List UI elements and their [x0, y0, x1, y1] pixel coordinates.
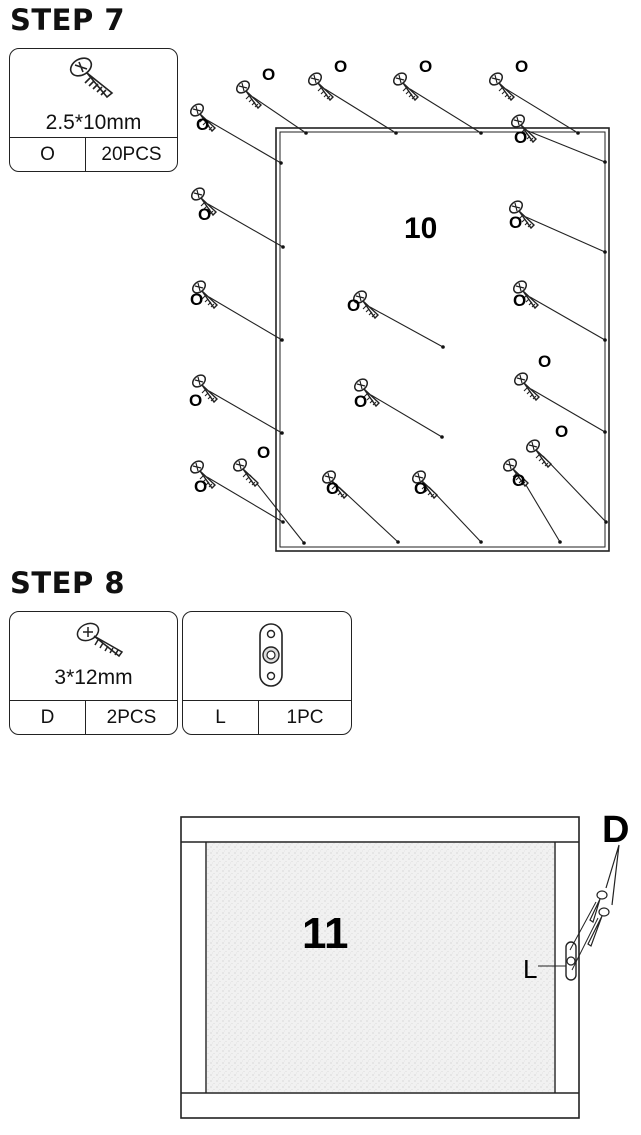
screw-code-marker: O: [515, 57, 528, 76]
screw-code-marker: O: [354, 392, 367, 411]
screw-icon: [230, 455, 259, 487]
screw-code-marker: O: [513, 291, 526, 310]
screw-d-upper: [589, 890, 608, 923]
screw-hole: [281, 245, 285, 249]
panel-11-frame: [180, 816, 580, 1119]
screw-code-marker: O: [198, 205, 211, 224]
screw-hole: [603, 250, 607, 254]
part-quantity: 20PCS: [85, 138, 177, 171]
step-7-drawing: O O O O O O O O O O O O O O O O O O O O 10: [187, 57, 610, 552]
screw-code-marker: O: [326, 479, 339, 498]
screw-guide-line: [206, 476, 284, 523]
screw-guide-line: [324, 88, 397, 134]
screw-code-marker: O: [190, 290, 203, 309]
screw-guide-line: [252, 96, 307, 134]
part-card-screw-o: 2.5*10mm O 20PCS: [9, 48, 178, 172]
screw-code-marker: O: [334, 57, 347, 76]
screw-code-marker: O: [194, 477, 207, 496]
screw-hole: [280, 338, 284, 342]
screw-hole: [603, 160, 607, 164]
screw-guide-line: [370, 394, 443, 438]
screw-hole: [603, 430, 607, 434]
callout-l: L: [523, 954, 537, 984]
screw-guide-line: [409, 88, 482, 134]
screw-code-marker: O: [538, 352, 551, 371]
screw-icon: [233, 77, 262, 109]
panel-11-back: [207, 843, 554, 1092]
screw-hole: [302, 541, 306, 545]
part-code: D: [40, 706, 55, 728]
screw-hole: [394, 131, 398, 135]
step-8-title: STEP 8: [10, 566, 126, 600]
screw-guide-line: [525, 216, 606, 253]
screw-hole: [279, 161, 283, 165]
panel-11-label: 11: [302, 909, 349, 958]
panel-10-label: 10: [404, 212, 437, 245]
screw-hole: [304, 131, 308, 135]
part-quantity: 1PC: [258, 701, 351, 734]
hanging-bracket-icon: [259, 623, 283, 687]
screw-size: 2.5*10mm: [45, 111, 142, 134]
screw-hole: [604, 520, 608, 524]
screw-hole: [558, 540, 562, 544]
screw-icon: [486, 69, 515, 101]
screw-icon: [69, 57, 114, 99]
screw-code-marker: O: [257, 443, 270, 462]
screw-icon: [76, 622, 124, 658]
screw-code-marker: O: [419, 57, 432, 76]
screw-code-marker: O: [262, 65, 275, 84]
screw-guide-line: [530, 388, 606, 433]
screw-guide-line: [208, 390, 283, 434]
screw-guide-line: [207, 203, 284, 248]
screw-code-marker: O: [414, 479, 427, 498]
screw-hole: [440, 435, 444, 439]
part-card-screw-d: 3*12mm D 2PCS: [9, 611, 178, 735]
screw-code-marker: O: [347, 296, 360, 315]
screw-hole: [603, 338, 607, 342]
part-code: L: [215, 706, 226, 728]
screw-guide-line: [338, 486, 399, 543]
hanging-bracket: [565, 941, 577, 981]
screw-guide-line: [519, 474, 561, 543]
screw-hole: [576, 131, 580, 135]
part-code: O: [40, 143, 55, 165]
screw-code-marker: O: [189, 391, 202, 410]
screw-guide-line: [542, 455, 607, 523]
screw-guide-line: [369, 306, 444, 348]
callout-d: D: [602, 809, 629, 851]
screw-code-marker: O: [196, 115, 209, 134]
screw-code-marker: O: [555, 422, 568, 441]
step-7-title: STEP 7: [10, 3, 126, 37]
screw-hole: [280, 431, 284, 435]
screw-hole: [441, 345, 445, 349]
screw-guide-line: [249, 474, 305, 544]
screw-hole: [479, 131, 483, 135]
screw-icon: [390, 69, 419, 101]
screw-icon: [305, 69, 334, 101]
screw-guide-line: [527, 130, 606, 163]
screw-code-marker: O: [514, 128, 527, 147]
screw-hole: [396, 540, 400, 544]
screw-hole: [479, 540, 483, 544]
part-quantity: 2PCS: [85, 701, 177, 734]
screw-guide-line: [208, 296, 283, 341]
screw-code-marker: O: [512, 471, 525, 490]
screw-hole: [281, 520, 285, 524]
part-card-bracket-l: L 1PC: [182, 611, 352, 735]
screw-d-lower: [587, 907, 610, 947]
screw-guide-line: [428, 486, 482, 543]
screw-size: 3*12mm: [54, 666, 133, 689]
screw-guide-line: [505, 88, 579, 134]
screw-code-marker: O: [509, 213, 522, 232]
screw-guide-line: [529, 296, 606, 341]
screw-guide-line: [206, 119, 282, 164]
